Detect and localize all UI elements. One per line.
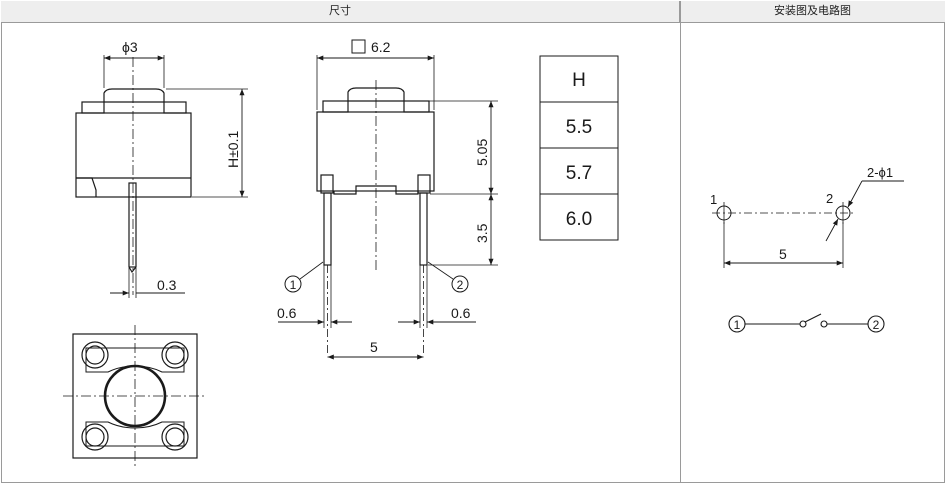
pin-spacing-label: 5 [370,339,378,355]
circuit-terminal-1: 1 [734,318,741,332]
front-view [278,39,498,360]
circuit-terminal-2: 2 [873,318,880,332]
hole-spacing-label: 5 [779,246,787,262]
upper-height-label: 5.05 [474,139,490,166]
diameter-label: ϕ3 [122,39,138,55]
panel-divider [680,1,681,483]
height-table-cell: 6.0 [566,209,592,230]
height-label: H±0.1 [225,131,241,168]
pin-length-label: 3.5 [474,223,490,243]
circuit-diagram [728,313,885,333]
pin-2-callout: 2 [457,278,464,292]
hole-diameter-label: 2-ϕ1 [867,165,893,180]
installation-diagram [712,180,904,268]
pin-left-width-label: 0.6 [277,305,297,321]
top-view [63,325,206,467]
height-table-cell: 5.7 [566,163,592,184]
height-table-header: H [572,70,586,91]
side-view [75,55,248,298]
pin-right-width-label: 0.6 [451,305,471,321]
pin-1-callout: 1 [290,278,297,292]
height-table [539,55,619,241]
installation-header: 安装图及电路图 [680,1,945,23]
dimensions-header: 尺寸 [1,1,680,23]
hole-1-label: 1 [710,192,717,207]
pin-thickness-label: 0.3 [157,277,177,293]
body-size-label: 6.2 [371,39,391,55]
height-table-cell: 5.5 [566,117,592,138]
hole-2-label: 2 [826,191,833,206]
